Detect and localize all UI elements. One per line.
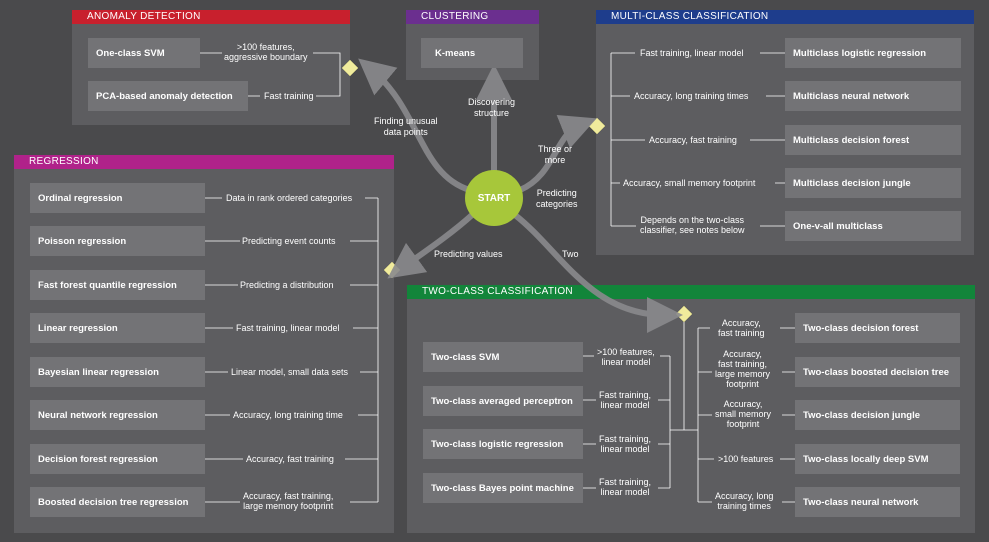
label-regression-3: Fast training, linear model: [234, 323, 342, 333]
flow-label-predicting-values: Predicting values: [434, 249, 503, 259]
clustering-header: CLUSTERING: [406, 10, 539, 24]
flow-label-discovering-structure: Discovering structure: [468, 97, 516, 118]
label-regression-7: Accuracy, fast training, large memory fo…: [241, 491, 336, 511]
label-regression-6: Accuracy, fast training: [244, 454, 336, 464]
node-two-class-decision-forest: Two-class decision forest: [795, 313, 960, 343]
label-twoclass-left-3: Fast training, linear model: [597, 477, 654, 497]
node-decision-forest-regression: Decision forest regression: [30, 444, 205, 474]
anomaly-detection-header: ANOMALY DETECTION: [72, 10, 350, 24]
node-two-class-svm: Two-class SVM: [423, 342, 583, 372]
twoclass-decision-diamond: [675, 305, 693, 323]
anomaly-decision-diamond: [341, 59, 359, 77]
label-multiclass-0: Fast training, linear model: [638, 48, 746, 58]
label-twoclass-right-0: Accuracy, fast training: [716, 318, 767, 338]
node-two-class-locally-deep-svm: Two-class locally deep SVM: [795, 444, 960, 474]
regression-header: REGRESSION: [14, 155, 394, 169]
label-twoclass-left-0: >100 features, linear model: [595, 347, 657, 367]
label-regression-5: Accuracy, long training time: [231, 410, 345, 420]
label-twoclass-right-4: Accuracy, long training times: [713, 491, 776, 511]
label-twoclass-left-2: Fast training, linear model: [597, 434, 654, 454]
start-node: START: [465, 170, 523, 226]
node-multiclass-logistic-regression: Multiclass logistic regression: [785, 38, 961, 68]
node-multiclass-decision-jungle: Multiclass decision jungle: [785, 168, 961, 198]
label-multiclass-3: Accuracy, small memory footprint: [621, 178, 758, 188]
label-twoclass-right-1: Accuracy, fast training, large memory fo…: [713, 349, 773, 389]
regression-decision-diamond: [383, 261, 401, 279]
flow-label-finding-unusual: Finding unusual data points: [374, 116, 438, 137]
multiclass-header: MULTI-CLASS CLASSIFICATION: [596, 10, 974, 24]
label-multiclass-2: Accuracy, fast training: [647, 135, 739, 145]
node-multiclass-neural-network: Multiclass neural network: [785, 81, 961, 111]
node-fast-forest-quantile-regression: Fast forest quantile regression: [30, 270, 205, 300]
label-multiclass-4: Depends on the two-class classifier, see…: [638, 215, 747, 235]
node-ordinal-regression: Ordinal regression: [30, 183, 205, 213]
node-one-class-svm: One-class SVM: [88, 38, 200, 68]
label-anomaly-pca: Fast training: [262, 91, 316, 101]
label-regression-1: Predicting event counts: [240, 236, 338, 246]
node-multiclass-decision-forest: Multiclass decision forest: [785, 125, 961, 155]
node-two-class-bayes-point-machine: Two-class Bayes point machine: [423, 473, 583, 503]
node-two-class-neural-network: Two-class neural network: [795, 487, 960, 517]
node-two-class-decision-jungle: Two-class decision jungle: [795, 400, 960, 430]
label-regression-4: Linear model, small data sets: [229, 367, 351, 377]
label-regression-0: Data in rank ordered categories: [224, 193, 355, 203]
flow-label-two: Two: [562, 249, 579, 259]
label-multiclass-1: Accuracy, long training times: [632, 91, 751, 101]
label-twoclass-left-1: Fast training, linear model: [597, 390, 654, 410]
label-anomaly-svm: >100 features, aggressive boundary: [222, 42, 310, 62]
multiclass-decision-diamond: [588, 117, 606, 135]
node-k-means: K-means: [421, 38, 523, 68]
node-neural-network-regression: Neural network regression: [30, 400, 205, 430]
node-linear-regression: Linear regression: [30, 313, 205, 343]
label-twoclass-right-2: Accuracy, small memory footprint: [713, 399, 774, 429]
node-bayesian-linear-regression: Bayesian linear regression: [30, 357, 205, 387]
twoclass-header: TWO-CLASS CLASSIFICATION: [407, 285, 975, 299]
node-pca-anomaly-detection: PCA-based anomaly detection: [88, 81, 248, 111]
flow-label-three-or-more: Three or more: [538, 144, 573, 165]
node-two-class-logistic-regression: Two-class logistic regression: [423, 429, 583, 459]
node-two-class-boosted-decision-tree: Two-class boosted decision tree: [795, 357, 960, 387]
label-twoclass-right-3: >100 features: [716, 454, 776, 464]
node-poisson-regression: Poisson regression: [30, 226, 205, 256]
flow-label-predicting-categories: Predicting categories: [536, 188, 578, 209]
label-regression-2: Predicting a distribution: [238, 280, 336, 290]
node-boosted-decision-tree-regression: Boosted decision tree regression: [30, 487, 205, 517]
node-one-v-all-multiclass: One-v-all multiclass: [785, 211, 961, 241]
node-two-class-averaged-perceptron: Two-class averaged perceptron: [423, 386, 583, 416]
